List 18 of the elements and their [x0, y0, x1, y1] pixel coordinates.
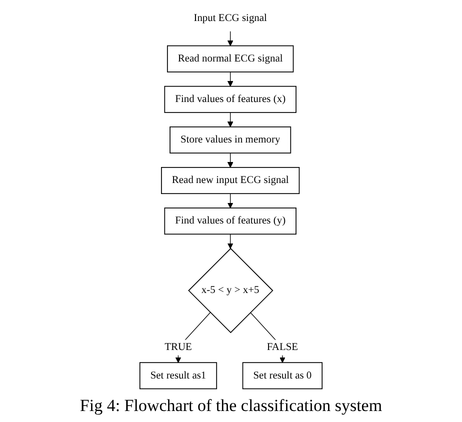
node-box: Read new input ECG signal	[161, 167, 300, 194]
node-box: Set result as1	[139, 362, 218, 390]
node-text: Input ECG signal	[194, 12, 267, 24]
node-box: Set result as 0	[242, 362, 323, 390]
edge-label: TRUE	[164, 342, 192, 353]
arrow	[227, 152, 234, 168]
arrow	[227, 112, 234, 128]
node-box: Store values in memory	[170, 126, 292, 154]
arrow	[227, 234, 234, 249]
node-box: Find values of features (x)	[164, 86, 296, 113]
arrow	[227, 193, 234, 208]
node-box: Read normal ECG signal	[167, 45, 294, 72]
caption: Fig 4: Flowchart of the classification system	[78, 395, 384, 417]
node-diamond: x-5 < y > x+5	[188, 248, 274, 334]
arrow	[227, 72, 234, 87]
edge-label: FALSE	[266, 342, 298, 353]
arrow	[227, 31, 234, 46]
node-box: Find values of features (y)	[164, 208, 296, 235]
